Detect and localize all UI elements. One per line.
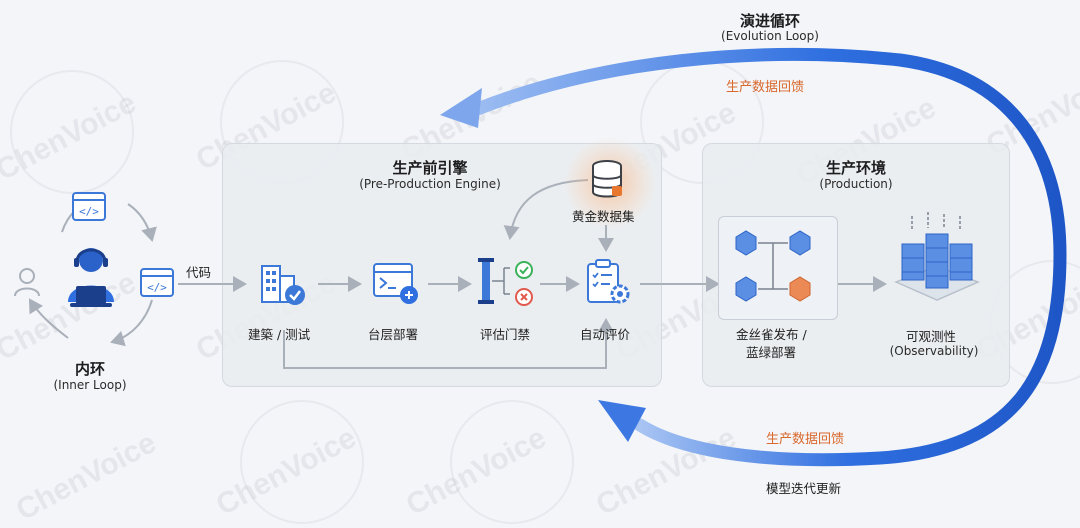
pre-production-subtitle: (Pre-Production Engine) [359,177,501,191]
developer-icon [62,240,120,312]
gate-icon [476,256,540,314]
evolution-loop-subtitle: (Evolution Loop) [721,29,819,43]
golden-dataset-label: 黄金数据集 [572,209,635,224]
canary-label-line1: 金丝雀发布 / [736,327,807,342]
feedback-label-bottom: 生产数据回馈 [766,432,845,447]
building-check-icon [260,262,306,310]
step-label-build-test: 建築 / 测试 [248,327,311,342]
check-icon [514,260,534,284]
svg-text:</>: </> [147,281,167,294]
evolution-loop-arrowhead-bottom [598,400,646,442]
clipboard-gear-icon [584,258,632,310]
production-subtitle: (Production) [819,177,893,191]
database-icon [590,160,624,204]
production-title: 生产环境 [825,159,886,177]
code-label: 代码 [186,265,212,280]
step-label-eval-gate: 评估门禁 [480,327,531,342]
svg-text:</>: </> [79,205,99,218]
evolution-loop-title: 演进循环 [739,12,800,30]
canary-deploy-icon [730,225,824,315]
model-update-label: 模型迭代更新 [766,481,842,496]
terminal-deploy-icon [372,262,420,310]
server-cluster-icon [892,212,982,316]
evolution-loop-top-arc [468,47,1067,262]
observability-label-line1: 可观测性 [906,329,957,344]
evolution-loop-bottom-arc [633,248,1067,467]
code-window-icon: </> [72,192,106,226]
canary-deploy-box [718,216,838,320]
user-avatar-icon [12,266,42,302]
cross-icon [514,287,534,311]
evolution-loop-arrowhead-top [440,88,482,128]
inner-loop-title: 内环 [74,360,105,378]
feedback-label-top: 生产数据回馈 [726,80,805,95]
observability-label-line2: (Observability) [889,344,979,358]
step-label-auto-eval: 自动评价 [580,327,631,342]
step-label-staged-deploy: 台层部署 [368,327,419,342]
inner-loop-subtitle: (Inner Loop) [53,378,127,392]
code-window-icon: </> [140,268,174,302]
canary-label-line2: 蓝绿部署 [746,345,797,360]
pre-production-title: 生产前引擎 [392,159,468,177]
